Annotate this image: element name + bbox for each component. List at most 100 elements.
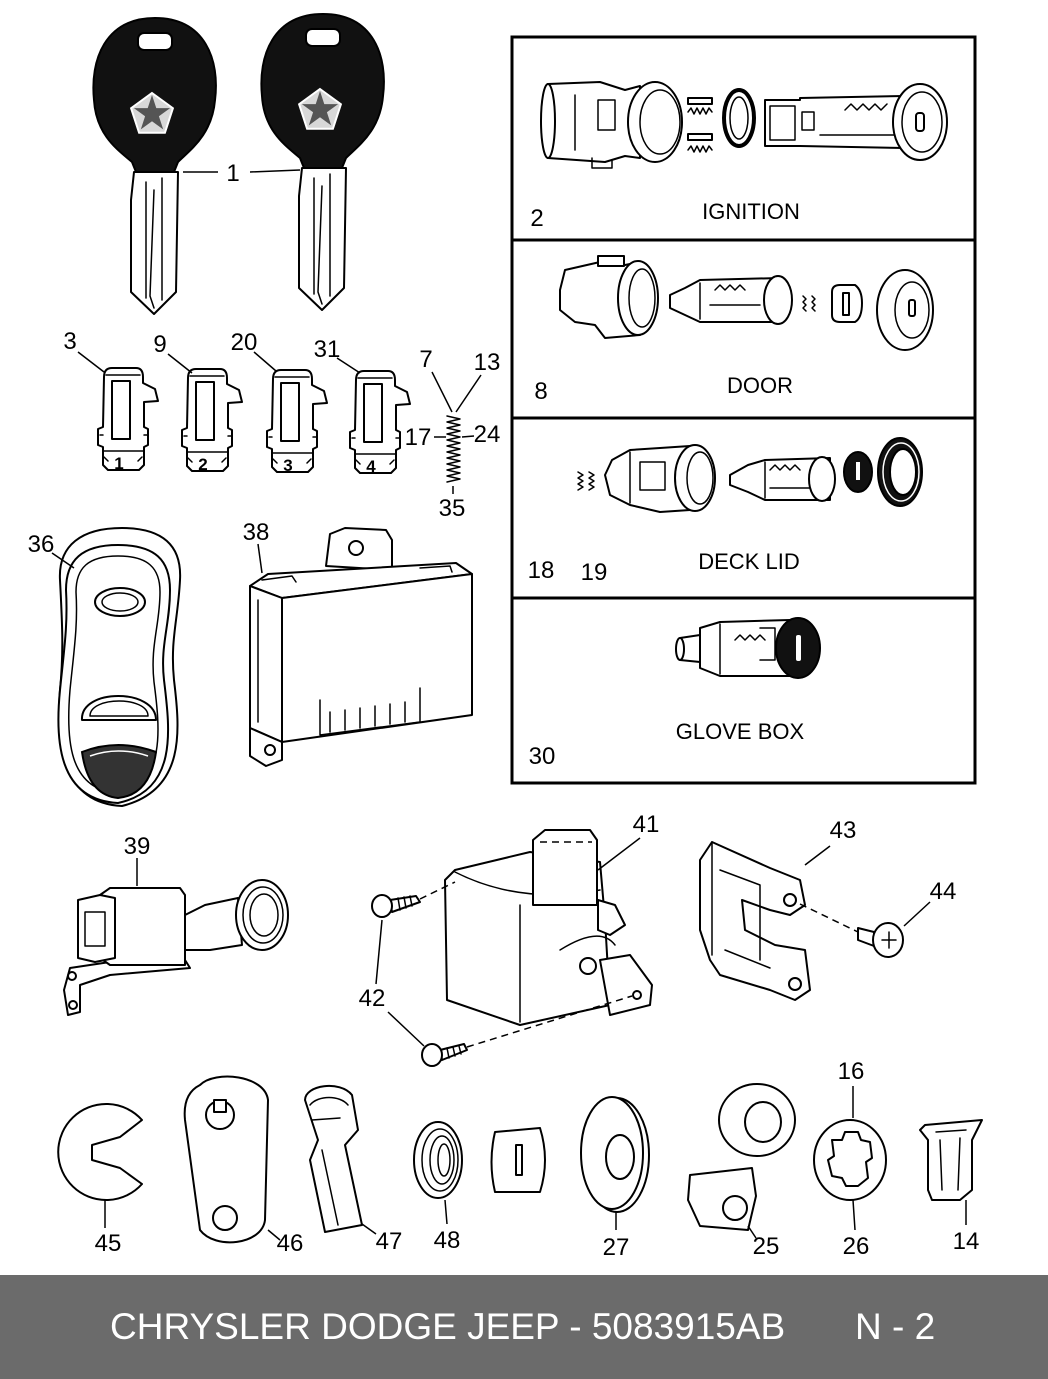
bracket-screw-cross [881, 931, 897, 949]
spring-clip-details [935, 1129, 967, 1191]
tumbler-2 [181, 368, 243, 472]
module-side-face [249, 585, 283, 743]
callout-keys: 1 [226, 160, 239, 187]
footer-bar: CHRYSLER DODGE JEEP - 5083915AB N - 2 [0, 1275, 1048, 1379]
callout-retainer: 45 [95, 1230, 122, 1257]
callout-spring-c: 17 [405, 424, 432, 451]
deck-lid-spring-1 [577, 471, 584, 491]
clip-body [304, 1084, 363, 1233]
ring-bracket-hole [722, 1195, 748, 1221]
switch-connector-socket [84, 911, 106, 947]
tumbler-3 [266, 369, 328, 473]
leader-tumblers [77, 351, 361, 374]
callout-ring-top: 16 [838, 1058, 865, 1085]
lever-plate [183, 1075, 269, 1244]
glove-box-keyslot [796, 635, 801, 661]
remote-transmitter [57, 527, 182, 807]
callout-tumbler-a: 3 [63, 328, 76, 355]
bracket-details [711, 841, 771, 969]
callout-bracket: 43 [830, 817, 857, 844]
screw-upper-threads [397, 895, 413, 911]
ignition-housing [547, 81, 641, 163]
callout-spring-e: 35 [439, 495, 466, 522]
coil-core [437, 1143, 451, 1177]
bracket-hole-upper [783, 893, 797, 907]
door-collar-inner [628, 268, 656, 328]
callout-spring-clip: 14 [953, 1228, 980, 1255]
footer-title: CHRYSLER DODGE JEEP - 5083915AB [110, 1306, 786, 1347]
leader-lever [267, 1229, 281, 1241]
lever-key-slot [213, 1099, 227, 1113]
panel-number-deck-lid-a: 18 [528, 557, 555, 584]
callout-spring-b: 13 [474, 349, 501, 376]
door-housing-collar [617, 260, 659, 336]
ignition-cylinder-details [769, 103, 896, 141]
screw-lower-head [421, 1043, 443, 1067]
remote-button-2 [80, 695, 157, 721]
door-clip-slot [842, 292, 850, 316]
panel-number-ignition: 2 [530, 205, 543, 232]
tumbler-mark-2: 2 [198, 455, 207, 474]
panel-label-door: DOOR [727, 373, 793, 398]
deck-lid-spring-2 [588, 471, 595, 491]
tumbler-4 [349, 370, 411, 474]
mounting-bracket [699, 841, 811, 1001]
bracket-screw-shank [857, 927, 875, 947]
callout-lock-ring: 26 [843, 1233, 870, 1260]
deck-lid-bezel-inner [889, 448, 917, 496]
bracket-screw-path [799, 903, 859, 933]
deck-lid-collar-inner [686, 451, 714, 505]
key-left [92, 17, 217, 315]
ignition-pins [687, 97, 713, 141]
bracket-hole-lower [788, 977, 802, 991]
panel-label-deck-lid: DECK LID [698, 549, 799, 574]
deck-lid-cylinder-face [808, 456, 836, 502]
door-keyhole [908, 299, 916, 317]
ignition-keyhole [915, 112, 925, 132]
parts-diagram: 1 1 2 3 4 3 9 20 31 7 13 17 24 35 36 [28, 13, 983, 1261]
leader-spring [431, 371, 482, 494]
housing-mount-plate [599, 954, 653, 1016]
callout-clip: 47 [376, 1228, 403, 1255]
callout-switch: 39 [124, 833, 151, 860]
door-housing-tab [597, 255, 625, 267]
housing-stud [579, 957, 597, 975]
housing-wire [559, 935, 616, 951]
remote-button-2-inner [89, 700, 149, 717]
leader-coil-spring [444, 1199, 448, 1225]
callout-tumbler-b: 9 [153, 331, 166, 358]
lock-ring [813, 1119, 887, 1201]
ring-bracket-ring-hole [744, 1101, 782, 1143]
switch-neck [184, 897, 243, 951]
door-lock-parts [559, 255, 934, 351]
ignition-o-ring-inner [729, 96, 749, 140]
ring-bracket [687, 1083, 796, 1231]
washer-hole [605, 1134, 635, 1180]
control-module [249, 527, 473, 767]
glove-box-knob-end [675, 637, 685, 661]
leader-lock-ring [852, 1086, 856, 1231]
callout-remote: 36 [28, 531, 55, 558]
footer-page-number: N - 2 [855, 1306, 936, 1347]
switch-ring-face [235, 879, 289, 951]
deck-lid-cylinder-details [764, 461, 811, 499]
spring-clip [919, 1119, 983, 1201]
leader-bracket [804, 845, 831, 866]
tumbler-1 [97, 367, 159, 471]
panel-label-ignition: IGNITION [702, 199, 800, 224]
coil-middle [421, 1128, 459, 1192]
switch-base-plate [63, 959, 191, 1016]
module-details [257, 565, 453, 736]
ignition-o-ring [722, 88, 756, 148]
ignition-lock-parts [540, 81, 948, 169]
door-bezel-inner [894, 281, 930, 339]
lever-lower-hole [212, 1205, 238, 1231]
screw-lower-threads [446, 1045, 462, 1059]
retainer-c-ring [57, 1103, 143, 1201]
callout-ring-bracket: 25 [753, 1233, 780, 1260]
panel-number-deck-lid-b: 19 [581, 559, 608, 586]
switch-assembly [63, 879, 289, 1016]
cylinder-cap [490, 1127, 546, 1193]
switch-plate-hole-1 [67, 971, 77, 981]
